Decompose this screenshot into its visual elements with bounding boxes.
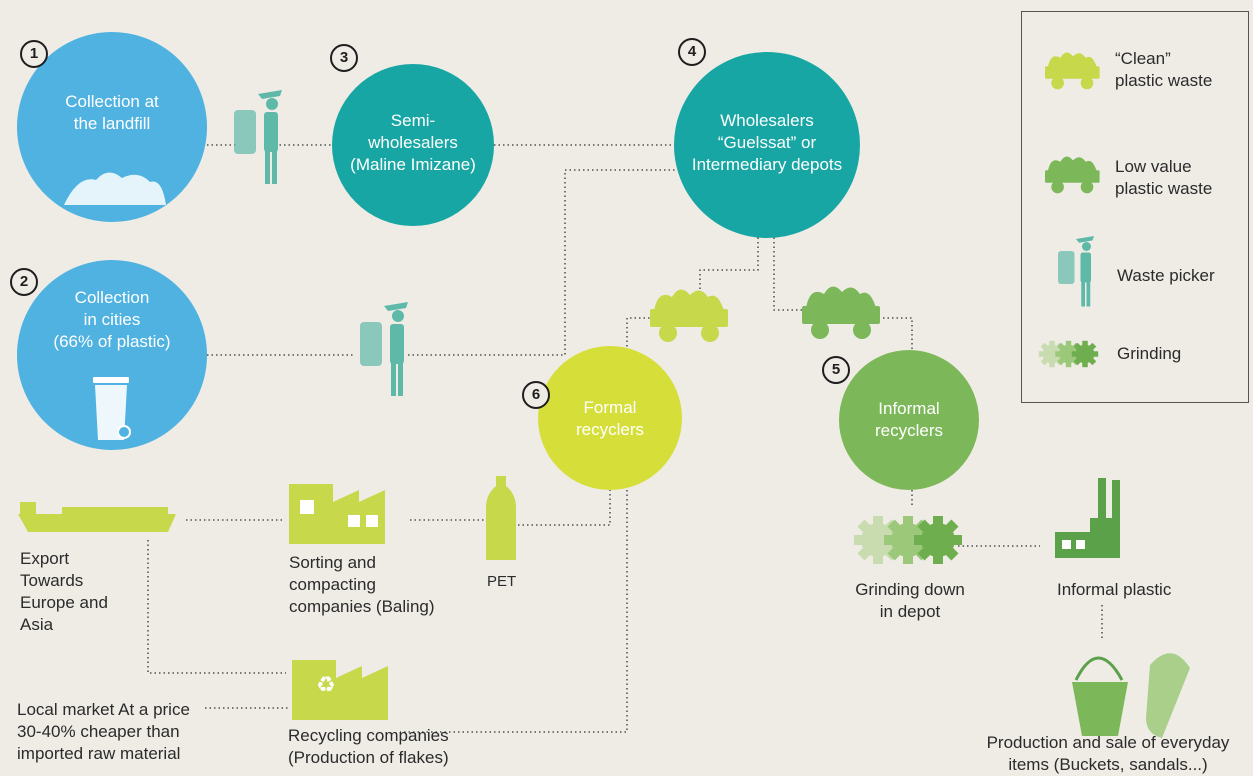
node-6-label: Formal recyclers bbox=[575, 398, 644, 439]
waste-picker-icon bbox=[234, 90, 282, 184]
node-3-label: Semi- wholesalers (Maline Imizane) bbox=[350, 111, 476, 174]
node-4-label: Wholesalers “Guelssat” or Intermediary d… bbox=[691, 111, 843, 174]
connector-lines bbox=[147, 144, 1103, 733]
legend-grinding-label: Grinding bbox=[1117, 344, 1182, 363]
recycling-factory-icon bbox=[292, 660, 388, 720]
node-2-number: 2 bbox=[10, 268, 38, 296]
node-5-label: Informal recyclers bbox=[874, 399, 943, 440]
informal-factory-icon bbox=[1055, 478, 1120, 558]
node-3-number: 3 bbox=[330, 44, 358, 72]
connector-export-recycling bbox=[147, 540, 286, 674]
connector-pet-6 bbox=[518, 490, 611, 526]
sorting-label: Sorting and compacting companies (Baling… bbox=[289, 553, 435, 616]
pet-label: PET bbox=[487, 573, 517, 590]
node-3-circle bbox=[332, 64, 494, 226]
gear-icon bbox=[914, 516, 962, 564]
clean-waste-cart-icon bbox=[650, 289, 728, 342]
node-6-number: 6 bbox=[522, 381, 550, 409]
node-4-circle bbox=[674, 52, 860, 238]
node-1-label: Collection at the landfill bbox=[65, 92, 159, 133]
low-value-cart-icon bbox=[802, 286, 880, 339]
pet-bottle-icon bbox=[486, 476, 516, 560]
node-2-circle bbox=[17, 260, 207, 450]
informal-plastic-label: Informal plastic bbox=[1057, 580, 1172, 599]
legend-low-value-label: Low value plastic waste bbox=[1115, 157, 1213, 198]
grinding-depot-label: Grinding down in depot bbox=[855, 580, 965, 621]
export-label: Export Towards Europe and Asia bbox=[20, 549, 108, 634]
recycle-icon: ♻ bbox=[316, 673, 336, 698]
cargo-ship-icon bbox=[18, 502, 176, 532]
legend-box bbox=[1021, 11, 1249, 403]
node-4-number: 4 bbox=[678, 38, 706, 66]
legend-picker-label: Waste picker bbox=[1117, 266, 1215, 285]
node-5-number: 5 bbox=[822, 356, 850, 384]
bin-wheel-icon bbox=[117, 425, 131, 439]
waste-picker-icon bbox=[360, 302, 408, 396]
local-market-label: Local market At a price 30-40% cheaper t… bbox=[17, 700, 190, 763]
node-6-circle bbox=[538, 346, 682, 490]
plastic-pile-icon bbox=[64, 172, 166, 205]
production-label: Production and sale of everyday items (B… bbox=[986, 733, 1230, 774]
connector-4-lowvalue-cart bbox=[773, 233, 820, 311]
recycling-label: Recycling companies (Production of flake… bbox=[288, 726, 449, 767]
legend-clean-label: “Clean” plastic waste bbox=[1115, 49, 1213, 90]
node-5-circle bbox=[839, 350, 979, 490]
bucket-icon bbox=[1072, 656, 1128, 736]
trash-bin-icon bbox=[93, 377, 129, 440]
node-1-circle bbox=[17, 32, 207, 222]
sandal-icon bbox=[1146, 653, 1190, 738]
node-2-label: Collection in cities (66% of plastic) bbox=[53, 288, 171, 351]
node-1-number: 1 bbox=[20, 40, 48, 68]
